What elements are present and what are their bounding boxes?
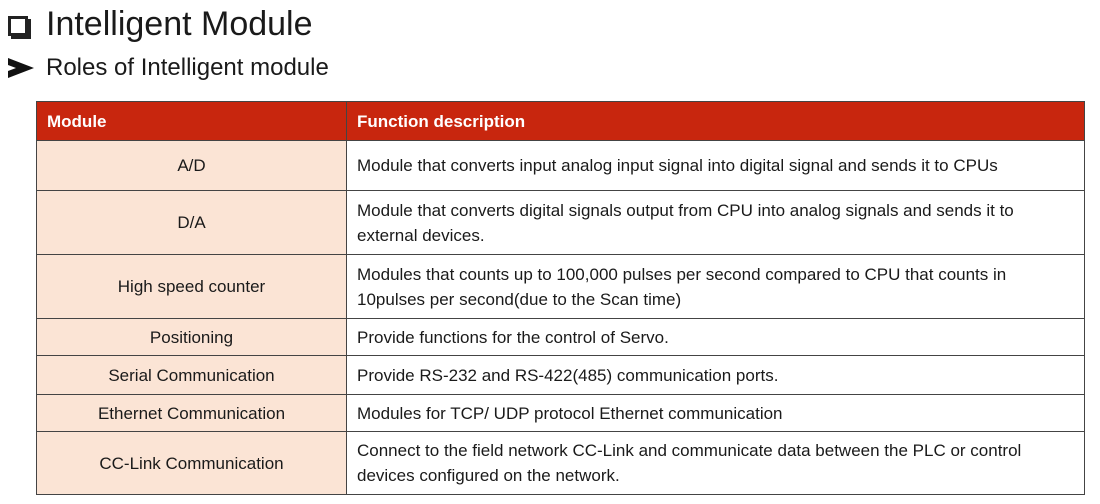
description-cell: Modules that counts up to 100,000 pulses…: [346, 254, 1085, 319]
module-cell: Positioning: [36, 318, 347, 356]
description-cell: Module that converts input analog input …: [346, 140, 1085, 191]
modules-table: Module Function description A/D Module t…: [36, 101, 1085, 495]
table-row: High speed counter Modules that counts u…: [36, 254, 1085, 319]
table-header-row: Module Function description: [36, 101, 1085, 141]
module-cell: Ethernet Communication: [36, 394, 347, 432]
table-row: Serial Communication Provide RS-232 and …: [36, 355, 1085, 395]
page-title: Intelligent Module: [46, 4, 313, 43]
table-row: A/D Module that converts input analog in…: [36, 140, 1085, 191]
page-subtitle: Roles of Intelligent module: [46, 54, 329, 81]
module-cell: CC-Link Communication: [36, 431, 347, 495]
table-row: Ethernet Communication Modules for TCP/ …: [36, 394, 1085, 432]
table-row: CC-Link Communication Connect to the fie…: [36, 431, 1085, 495]
table-row: Positioning Provide functions for the co…: [36, 318, 1085, 356]
module-cell: Serial Communication: [36, 355, 347, 395]
description-cell: Connect to the field network CC-Link and…: [346, 431, 1085, 495]
module-cell: D/A: [36, 190, 347, 255]
square-bullet-icon: [8, 16, 28, 36]
title-row: Intelligent Module: [8, 2, 313, 46]
description-cell: Provide functions for the control of Ser…: [346, 318, 1085, 356]
description-cell: Provide RS-232 and RS-422(485) communica…: [346, 355, 1085, 395]
arrow-bullet-icon: [8, 58, 34, 78]
module-cell: A/D: [36, 140, 347, 191]
description-cell: Modules for TCP/ UDP protocol Ethernet c…: [346, 394, 1085, 432]
description-cell: Module that converts digital signals out…: [346, 190, 1085, 255]
table-row: D/A Module that converts digital signals…: [36, 190, 1085, 255]
column-header-description: Function description: [346, 101, 1085, 141]
column-header-module: Module: [36, 101, 347, 141]
module-cell: High speed counter: [36, 254, 347, 319]
subtitle-row: Roles of Intelligent module: [8, 52, 329, 84]
